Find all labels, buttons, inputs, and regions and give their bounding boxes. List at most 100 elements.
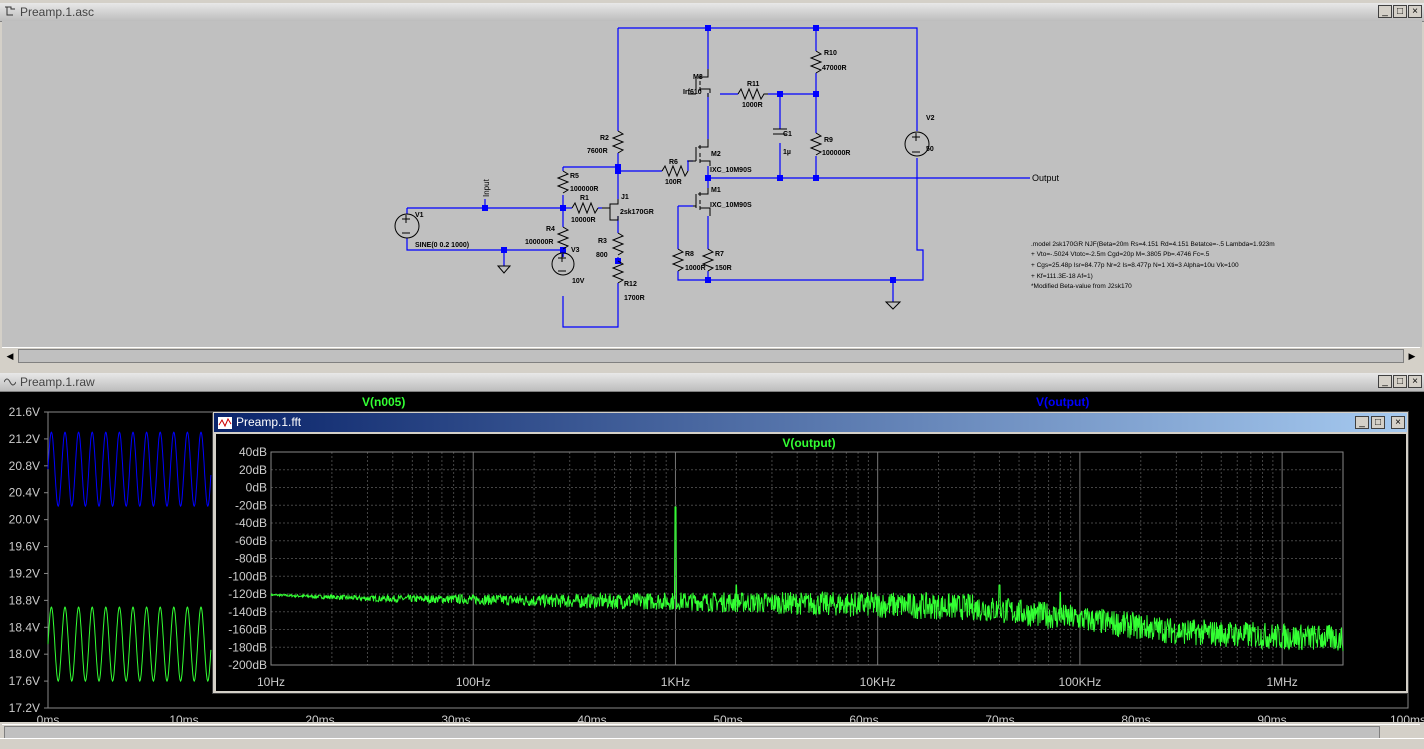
fft-window-icon (218, 417, 232, 429)
resistor-r5 (556, 170, 570, 194)
waveform-x-tick-label: 0ms (37, 713, 60, 722)
fft-plot-area (270, 451, 1344, 666)
waveform-x-tick-label: 100ms (1390, 713, 1424, 722)
waveform-x-tick-label: 30ms (441, 713, 470, 722)
r2-ref: R2 (600, 135, 609, 142)
v3-ref: V3 (571, 247, 580, 254)
minimize-button[interactable]: _ (1378, 5, 1392, 18)
schematic-hscrollbar[interactable]: ◀ ▶ (2, 347, 1420, 364)
components (394, 50, 930, 310)
resistor-r8 (671, 248, 685, 272)
v2-value: 50 (926, 146, 934, 153)
close-button[interactable]: × (1408, 5, 1422, 18)
directive-line-4: + Kf=111.3E-18 Af=1) (1031, 273, 1093, 280)
r11-value: 1000R (742, 102, 763, 109)
fft-trace-v-output (270, 506, 1344, 652)
trace-label-v-output[interactable]: V(output) (1036, 395, 1089, 409)
fft-plot[interactable]: 40dB20dB0dB-20dB-40dB-60dB-80dB-100dB-12… (216, 434, 1406, 691)
r3-value: 800 (596, 252, 608, 259)
r9-value: 100000R (822, 150, 850, 157)
m1-value: IXC_10M90S (710, 202, 752, 209)
waveform-y-tick-label: 18.4V (9, 620, 40, 634)
scroll-left-arrow-icon[interactable]: ◀ (6, 351, 14, 361)
r3-ref: R3 (598, 238, 607, 245)
fft-y-tick-label: 0dB (246, 481, 267, 495)
fft-trace-label[interactable]: V(output) (782, 436, 835, 450)
r7-value: 150R (715, 265, 732, 272)
fft-y-tick-label: -120dB (228, 587, 267, 601)
waveform-minimize-button[interactable]: _ (1378, 375, 1392, 388)
mosfet-m1 (693, 188, 711, 216)
fft-y-tick-label: 40dB (239, 445, 267, 459)
r1-ref: R1 (580, 195, 589, 202)
fft-x-tick-label: 1KHz (661, 675, 690, 689)
fft-minimize-button[interactable]: _ (1355, 416, 1369, 429)
source-v1 (394, 213, 420, 239)
mosfet-m2 (688, 139, 711, 166)
fft-close-button[interactable]: × (1391, 416, 1405, 429)
waveform-close-button[interactable]: × (1408, 375, 1422, 388)
r4-value: 100000R (525, 239, 553, 246)
r8-value: 1000R (685, 265, 706, 272)
trace-v-output (47, 606, 212, 683)
schematic-canvas[interactable]: R10 47000R R11 1000R M3 Irf610 C1 1µ R9 … (2, 21, 1422, 347)
directive-line-3: + Cgs=25.48p Isr=84.77p Nr=2 Is=8.477p N… (1031, 262, 1239, 269)
r11-ref: R11 (747, 81, 760, 88)
m1-ref: M1 (711, 187, 721, 194)
fft-titlebar[interactable]: Preamp.1.fft _ □ × (214, 413, 1407, 432)
source-v3 (551, 252, 575, 276)
jfet-j1 (602, 199, 619, 221)
waveform-hscrollbar[interactable] (2, 724, 1420, 740)
source-v2 (904, 131, 930, 157)
fft-y-tick-label: -80dB (235, 552, 267, 566)
fft-x-tick-label: 100Hz (456, 675, 491, 689)
resistor-r6 (661, 164, 689, 178)
waveform-titlebar[interactable]: Preamp.1.raw _ □ × (0, 373, 1424, 392)
waveform-window-icon (4, 378, 16, 386)
resistor-r7 (701, 248, 715, 272)
waveform-y-tick-label: 19.2V (9, 566, 40, 580)
r4-ref: R4 (546, 226, 555, 233)
trace-label-v-n005[interactable]: V(n005) (362, 395, 405, 409)
fft-background (216, 434, 1406, 691)
scroll-track[interactable] (18, 349, 1404, 363)
waveform-x-tick-label: 50ms (713, 713, 742, 722)
fft-y-tick-label: -100dB (228, 569, 267, 583)
resistor-r9 (809, 132, 823, 156)
waveform-window-title: Preamp.1.raw (20, 375, 95, 389)
maximize-button[interactable]: □ (1393, 5, 1407, 18)
fft-maximize-button[interactable]: □ (1371, 416, 1385, 429)
r2-value: 7600R (587, 148, 608, 155)
waveform-y-axis: 21.6V21.2V20.8V20.4V20.0V19.6V19.2V18.8V… (9, 405, 48, 715)
waveform-x-tick-label: 60ms (849, 713, 878, 722)
v1-value: SINE(0 0.2 1000) (415, 242, 469, 249)
trace-v-n005 (47, 431, 212, 508)
r5-ref: R5 (570, 173, 579, 180)
directive-line-1: .model 2sk170GR NJF(Beta=20m Rs=4.151 Rd… (1031, 241, 1275, 248)
r7-ref: R7 (715, 251, 724, 258)
splitter[interactable] (0, 365, 1424, 372)
resistor-r4 (556, 226, 570, 250)
fft-y-tick-label: -40dB (235, 516, 267, 530)
fft-x-tick-label: 1MHz (1266, 675, 1297, 689)
schematic-titlebar[interactable]: Preamp.1.asc _ □ × (0, 3, 1424, 22)
waveform-x-tick-label: 10ms (169, 713, 198, 722)
fft-window-title: Preamp.1.fft (236, 415, 302, 429)
status-bar (0, 738, 1424, 749)
waveform-maximize-button[interactable]: □ (1393, 375, 1407, 388)
resistor-r2 (611, 130, 625, 154)
spice-directive[interactable]: .model 2sk170GR NJF(Beta=20m Rs=4.151 Rd… (1031, 241, 1275, 290)
component-labels: R10 47000R R11 1000R M3 Irf610 C1 1µ R9 … (415, 50, 935, 302)
resistor-r10 (809, 50, 823, 74)
ground-symbols (496, 265, 902, 310)
scroll-right-arrow-icon[interactable]: ▶ (1408, 351, 1416, 361)
waveform-x-tick-label: 40ms (577, 713, 606, 722)
waveform-y-tick-label: 20.4V (9, 486, 40, 500)
fft-y-tick-label: 20dB (239, 463, 267, 477)
j1-value: 2sk170GR (620, 209, 654, 216)
waveform-x-tick-label: 20ms (305, 713, 334, 722)
waveform-y-tick-label: 20.8V (9, 459, 40, 473)
r12-ref: R12 (624, 281, 637, 288)
